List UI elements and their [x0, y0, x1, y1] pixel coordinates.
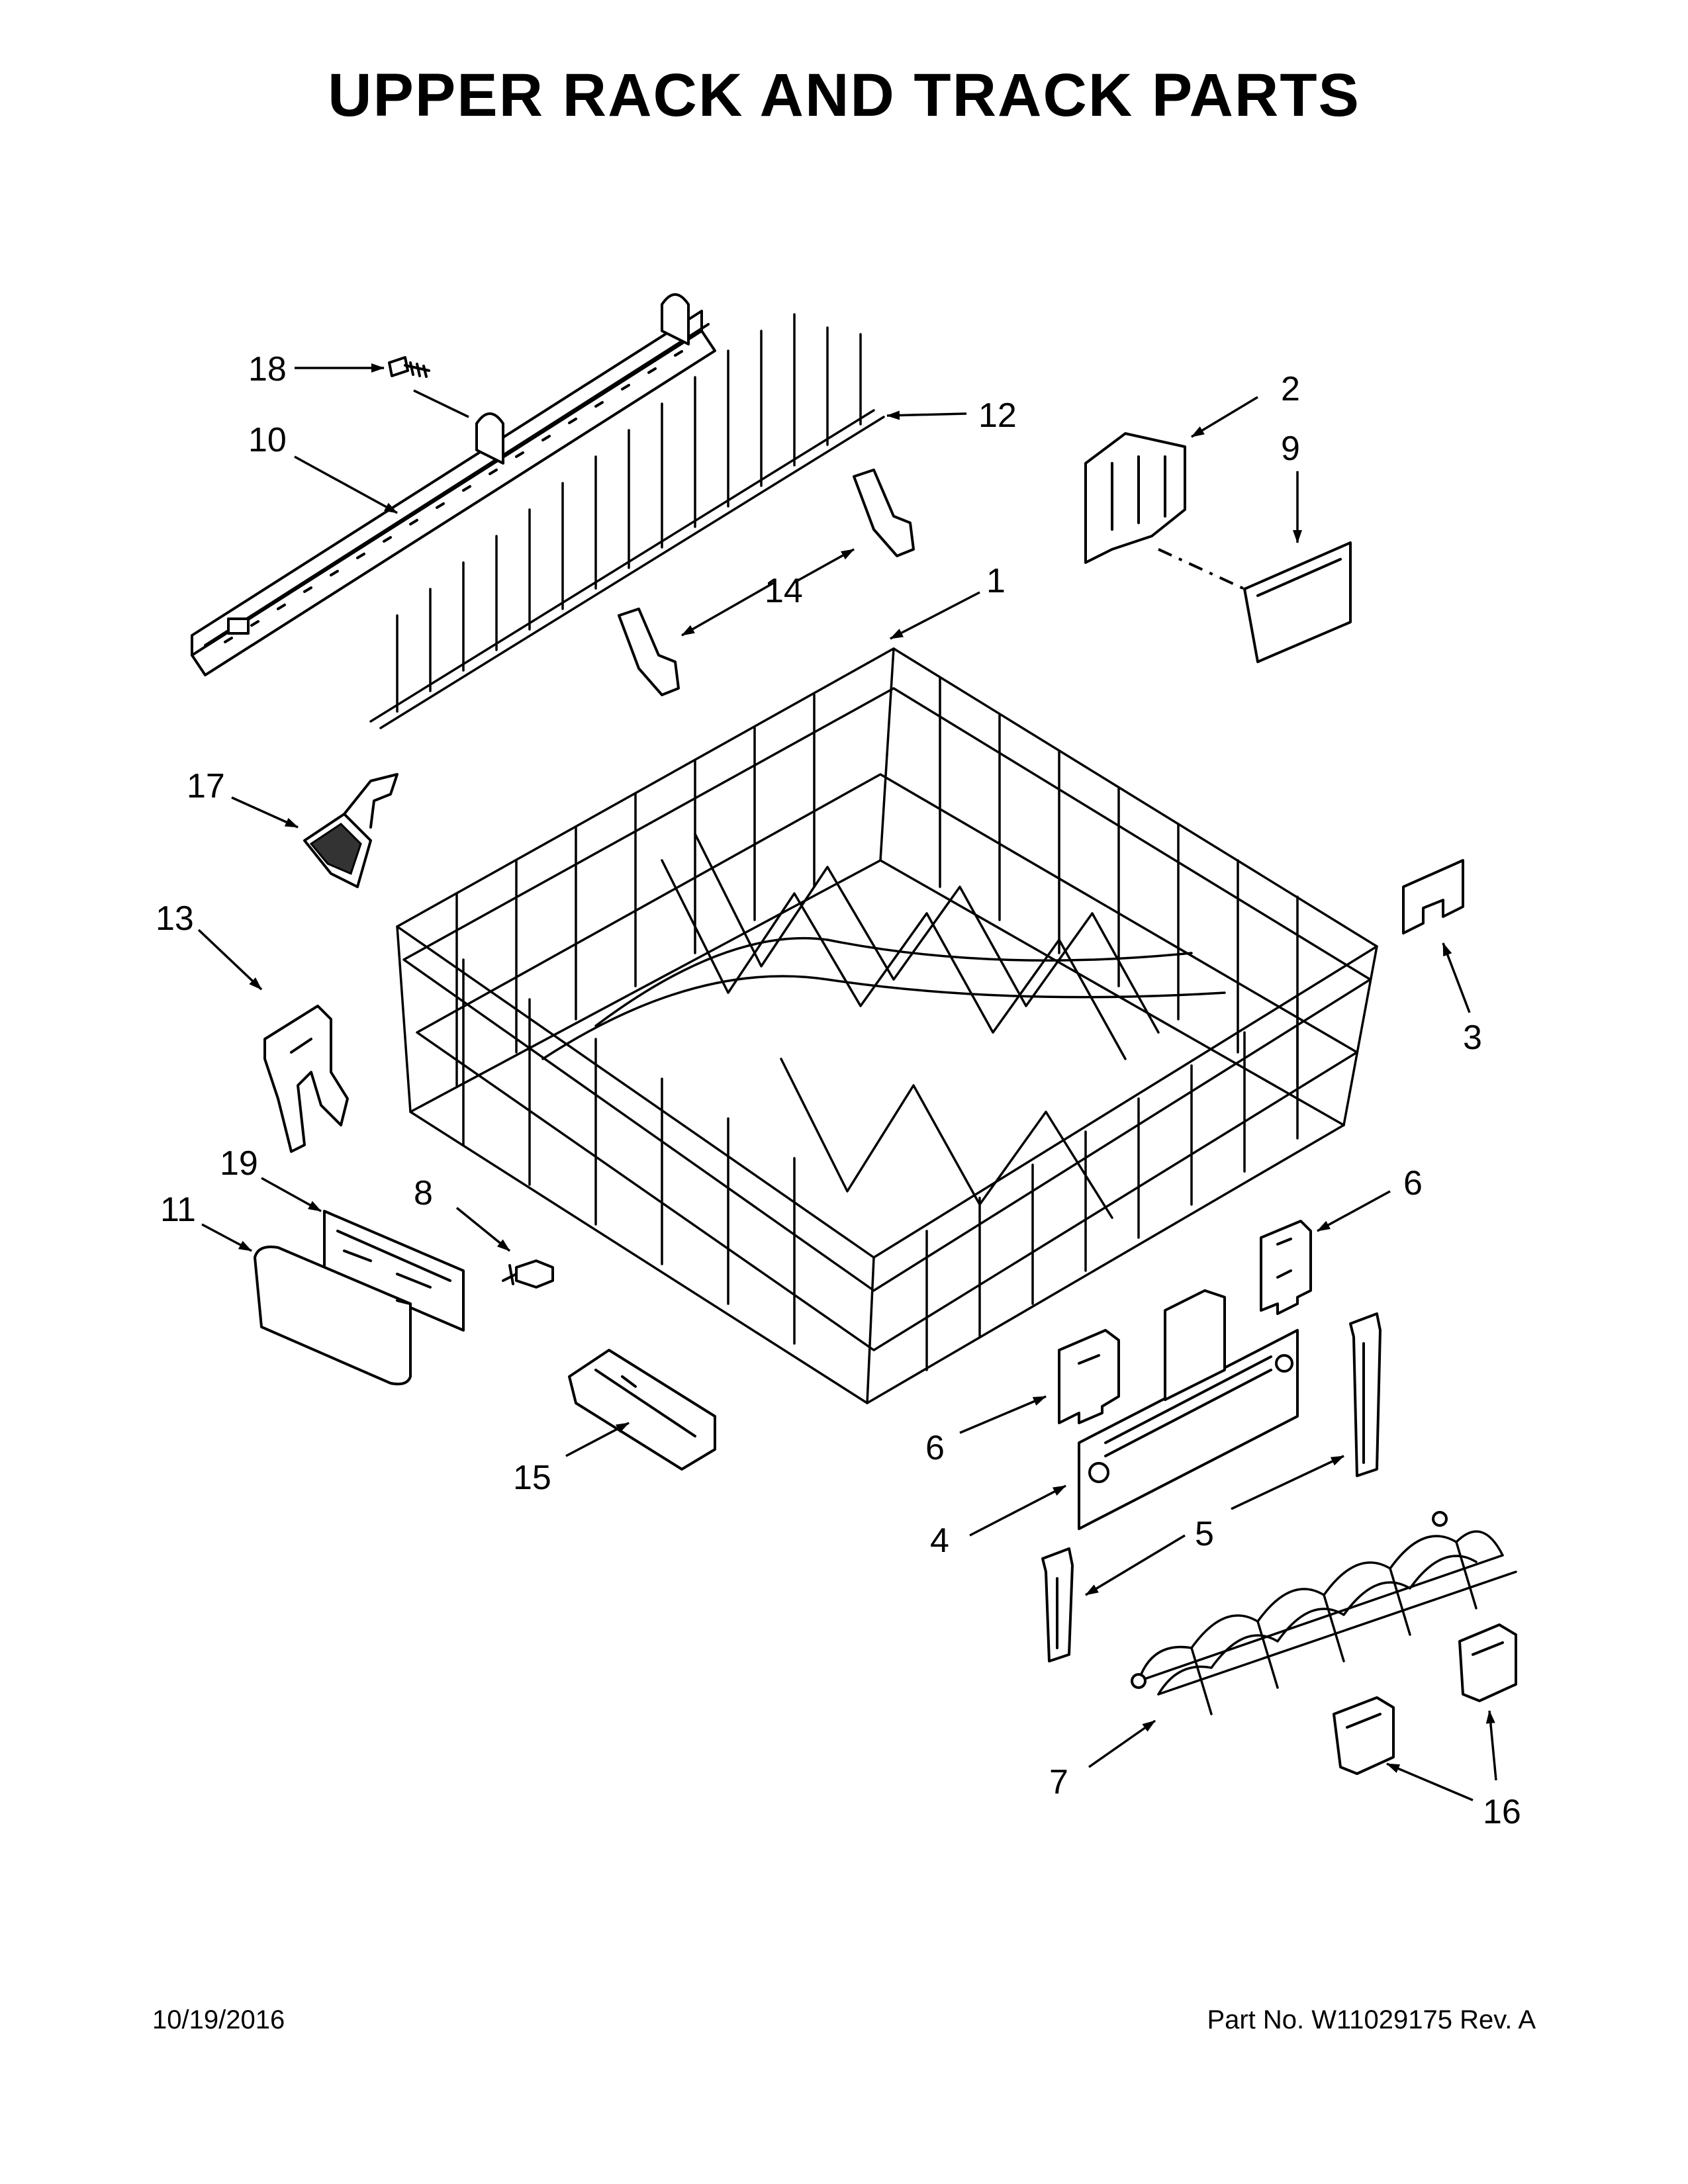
wire-clip-part-lower	[1333, 1696, 1395, 1775]
callout-15: 15	[513, 1459, 551, 1497]
callout-13: 13	[156, 899, 194, 938]
adjuster-cover-part	[1243, 541, 1352, 663]
callout-6-upper: 6	[1403, 1164, 1423, 1203]
leader-1	[890, 591, 980, 640]
leader-6-lower	[959, 1395, 1047, 1434]
callout-10: 10	[248, 421, 287, 459]
wire-clip-part-upper	[1458, 1623, 1517, 1702]
page-title: UPPER RACK AND TRACK PARTS	[328, 62, 1360, 129]
leader-lines	[197, 363, 1497, 1801]
leader-13	[197, 929, 263, 991]
callout-4: 4	[930, 1522, 949, 1560]
leader-12	[886, 410, 967, 420]
callout-17: 17	[187, 767, 225, 805]
rack-latch-part	[568, 1349, 716, 1471]
callout-12: 12	[978, 396, 1017, 435]
leader-6-upper	[1317, 1190, 1391, 1232]
handle-screw-part	[502, 1259, 554, 1289]
callout-8: 8	[414, 1174, 433, 1212]
screw-part	[388, 356, 430, 378]
leader-17	[231, 796, 299, 829]
rack-adjuster-housing-part	[1084, 432, 1186, 564]
leader-18-tail	[413, 389, 469, 418]
leader-19	[261, 1177, 322, 1212]
handle-base-part	[323, 1210, 465, 1332]
callout-14: 14	[765, 572, 803, 610]
leader-3	[1442, 942, 1471, 1013]
callout-9: 9	[1281, 430, 1300, 468]
leader-15	[565, 1422, 630, 1457]
callout-3: 3	[1463, 1019, 1482, 1057]
leader-11	[201, 1223, 252, 1252]
leader-5-right	[1231, 1455, 1344, 1510]
rack-stop-part	[303, 773, 399, 888]
leader-16-lower	[1386, 1762, 1474, 1801]
leader-4	[969, 1484, 1066, 1537]
wire-tine-row-part	[1131, 1511, 1517, 1715]
tine-clip-part-lower	[618, 608, 680, 696]
callout-19: 19	[220, 1144, 258, 1183]
tine-clip-part-upper	[853, 469, 915, 557]
adjuster-slide-part-upper	[1260, 1220, 1312, 1315]
leader-8	[455, 1206, 511, 1252]
leader-16-upper	[1485, 1710, 1497, 1781]
callout-7: 7	[1049, 1763, 1068, 1801]
upper-rack-basket-part	[396, 647, 1378, 1404]
leader-5-left	[1085, 1534, 1186, 1596]
assembly-alignment-line	[1158, 548, 1245, 590]
rack-clip-part	[263, 1005, 349, 1153]
callout-18: 18	[248, 350, 287, 388]
adjuster-track-plate-part	[1078, 1289, 1299, 1530]
rack-bracket-part	[1402, 859, 1464, 934]
callout-labels: 18 10 12 2 9 14 1 17 13 3 19 11 8 6 6 15…	[156, 350, 1521, 1831]
leader-2	[1191, 396, 1258, 438]
adjuster-arm-part-left	[1041, 1547, 1074, 1662]
callout-16: 16	[1483, 1793, 1521, 1831]
track-rail-part	[191, 293, 716, 676]
leader-10	[294, 455, 398, 514]
leader-14	[681, 581, 775, 637]
tine-row-part	[369, 313, 885, 729]
leader-7	[1088, 1719, 1156, 1768]
callout-2: 2	[1281, 370, 1300, 408]
callout-11: 11	[160, 1191, 196, 1229]
adjuster-arm-part-right	[1349, 1312, 1382, 1477]
handle-cover-part	[254, 1246, 412, 1386]
callout-5: 5	[1195, 1515, 1214, 1553]
footer-date: 10/19/2016	[152, 2005, 285, 2034]
leader-14-upper	[794, 548, 855, 584]
adjuster-slide-part-lower	[1058, 1329, 1120, 1424]
callout-1: 1	[986, 562, 1006, 600]
footer-part-number: Part No. W11029175 Rev. A	[1207, 2005, 1536, 2034]
callout-6-lower: 6	[925, 1429, 945, 1467]
